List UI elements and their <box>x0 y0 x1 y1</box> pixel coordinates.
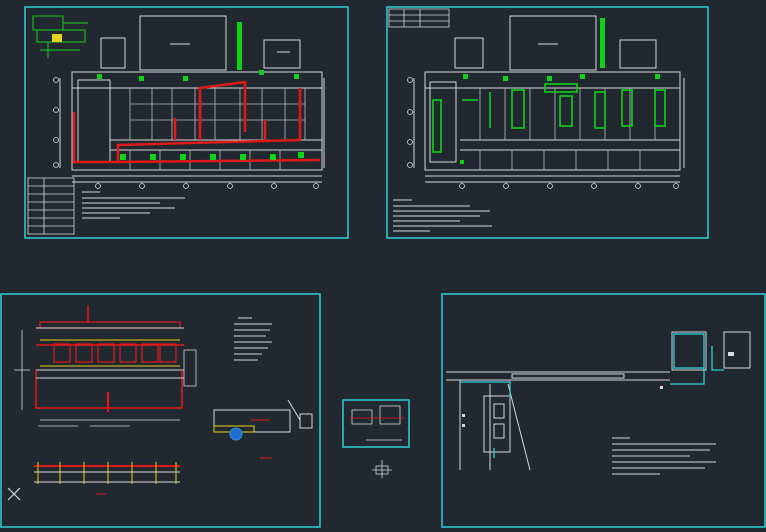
sheet-2-schedule-table <box>388 8 450 28</box>
sheet-4-markers <box>462 352 734 427</box>
sheet-4-site-roads <box>446 371 670 471</box>
sheet-3[interactable] <box>0 293 321 528</box>
sheet-1-equipment <box>97 22 304 160</box>
sheet-2-building <box>413 71 685 183</box>
sheet-3-detail <box>213 399 313 459</box>
sheet-4[interactable] <box>441 293 766 528</box>
sheet-small-frame <box>342 399 410 448</box>
sheet-4-pipe-route <box>460 333 724 458</box>
sheet-2-equipment <box>460 18 660 164</box>
sheet-2-green-ducts <box>432 83 666 153</box>
sheet-1-notes <box>82 191 185 219</box>
sheet-1-frame <box>24 6 349 239</box>
sheet-1-grid-bubbles <box>53 77 319 189</box>
close-icon[interactable] <box>7 487 21 501</box>
sheet-1-red-piping <box>72 80 321 164</box>
sheet-1[interactable] <box>24 6 349 239</box>
sheet-3-frame <box>0 293 321 528</box>
sheet-2-blocks <box>454 15 657 71</box>
sheet-2-partitions <box>479 88 656 170</box>
sheet-small[interactable] <box>342 399 410 478</box>
sheet-4-building-blocks <box>483 331 751 453</box>
sheet-2-grid-bubbles <box>407 77 679 189</box>
sheet-1-legend-table <box>27 177 75 235</box>
sheet-3-notes <box>234 317 272 361</box>
sheet-3-long-section <box>34 462 180 495</box>
sheet-1-partitions <box>129 88 306 170</box>
sheet-2-frame <box>386 6 709 239</box>
sheet-2-notes <box>393 199 492 232</box>
sheet-4-notes <box>612 437 716 475</box>
sheet-1-blocks <box>100 15 301 71</box>
sheet-small-loose-detail <box>372 460 392 478</box>
sheet-small-detail <box>350 405 404 441</box>
sheet-1-building <box>59 71 325 183</box>
sheet-4-frame <box>441 293 766 528</box>
sheet-2[interactable] <box>386 6 709 239</box>
sheet-3-elevation <box>14 305 197 427</box>
sheet-1-key-plan <box>32 15 88 58</box>
